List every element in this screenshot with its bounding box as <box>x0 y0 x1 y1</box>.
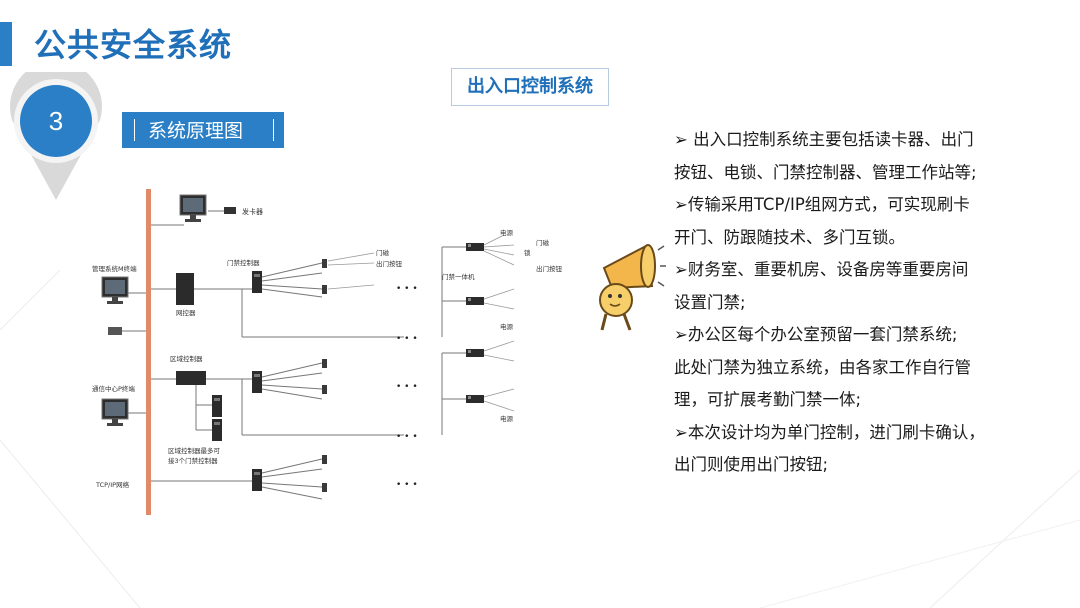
label-network: TCP/IP网络 <box>95 480 130 489</box>
bullet-line: 开门、防跟随技术、多门互锁。 <box>674 227 905 247</box>
label-area-note-1: 区域控制器最多可 <box>168 446 221 455</box>
reader-device-icon <box>108 327 122 335</box>
label-card-issuer: 发卡器 <box>242 207 263 216</box>
section-number-badge: 3 <box>0 60 130 202</box>
door-controller-icon <box>252 271 262 293</box>
reader-icon <box>322 483 327 492</box>
access-control-diagram: 发卡器 管理系统M终端 网控器 门禁控制器 门磁 出门按钮 • • • 门禁一体… <box>92 189 563 515</box>
label-area-note-2: 接3个门禁控制器 <box>168 456 218 465</box>
label-power-2: 电源 <box>500 322 514 331</box>
label-comm-terminal: 通信中心P终端 <box>92 384 135 393</box>
bullet-line: ➢本次设计均为单门控制，进门刷卡确认， <box>674 422 985 442</box>
label-door-controller: 门禁控制器 <box>227 258 260 267</box>
comm-terminal-icon <box>101 398 129 427</box>
integrated-unit-icon <box>466 349 484 357</box>
bullet-line: 理，可扩展考勤门禁一体; <box>674 390 862 409</box>
section-label: 系统原理图 <box>148 120 244 142</box>
door-controller-icon <box>252 371 262 393</box>
pill-divider-right <box>273 119 274 141</box>
ellipsis-row4: • • • <box>396 432 418 442</box>
bullet-line: ➢办公区每个办公室预留一套门禁系统; <box>674 325 958 344</box>
label-power-3: 电源 <box>500 414 514 423</box>
megaphone-mascot-icon <box>599 244 666 331</box>
gateway-icon <box>176 273 194 305</box>
label-mgmt-terminal: 管理系统M终端 <box>92 264 137 273</box>
door-controller-icon <box>252 469 262 491</box>
reader-icon <box>322 285 327 294</box>
ellipsis-row1: • • • <box>396 284 418 294</box>
integrated-unit-icon <box>466 243 484 251</box>
label-exit-button: 出门按钮 <box>376 259 403 268</box>
section-number: 3 <box>49 106 63 136</box>
label-integrated-unit: 门禁一体机 <box>442 272 475 281</box>
reader-icon <box>322 359 327 368</box>
bullet-line: ➢财务室、重要机房、设备房等重要房间 <box>674 260 969 279</box>
tcpip-bus <box>146 189 151 515</box>
label-power: 电源 <box>500 228 514 237</box>
bullet-line: 设置门禁; <box>674 292 746 312</box>
label-lock: 锁 <box>524 248 531 257</box>
area-controller-icon <box>176 371 206 385</box>
door-controller-icon <box>212 395 222 417</box>
page-title: 公共安全系统 <box>34 26 233 64</box>
label-area-controller: 区域控制器 <box>170 354 203 363</box>
door-controller-icon <box>212 419 222 441</box>
reader-icon <box>322 259 327 268</box>
card-issuer-icon <box>224 207 236 214</box>
subsystem-title: 出入口控制系统 <box>451 68 609 106</box>
reader-icon <box>322 385 327 394</box>
title-accent-bar <box>0 22 12 66</box>
ellipsis-row5: • • • <box>396 480 418 490</box>
integrated-unit-icon <box>466 395 484 403</box>
bullet-list: ➢ 出入口控制系统主要包括读卡器、出门 按钮、电锁、门禁控制器、管理工作站等; … <box>674 124 1066 482</box>
reader-icon <box>322 455 327 464</box>
bullet-line: ➢ 出入口控制系统主要包括读卡器、出门 <box>674 130 974 149</box>
bullet-line: 此处门禁为独立系统，由各家工作自行管 <box>674 357 971 377</box>
pill-divider-left <box>134 119 135 141</box>
bullet-line: ➢传输采用TCP/IP组网方式，可实现刷卡 <box>674 195 970 214</box>
bullet-line: 出门则使用出门按钮; <box>674 455 829 474</box>
location-pin-icon: 3 <box>10 60 102 201</box>
section-label-pill: 系统原理图 <box>122 112 284 148</box>
label-gateway: 网控器 <box>176 308 196 317</box>
label-door-magnet: 门磁 <box>376 248 390 257</box>
label-exit-button-2: 出门按钮 <box>536 264 563 273</box>
label-door-magnet-2: 门磁 <box>536 238 550 247</box>
ellipsis-row3: • • • <box>396 382 418 392</box>
bullet-line: 按钮、电锁、门禁控制器、管理工作站等; <box>674 162 977 182</box>
integrated-unit-icon <box>466 297 484 305</box>
workstation-monitor-icon <box>179 194 207 223</box>
ellipsis-row2: • • • <box>396 334 418 344</box>
mgmt-terminal-icon <box>101 276 129 305</box>
